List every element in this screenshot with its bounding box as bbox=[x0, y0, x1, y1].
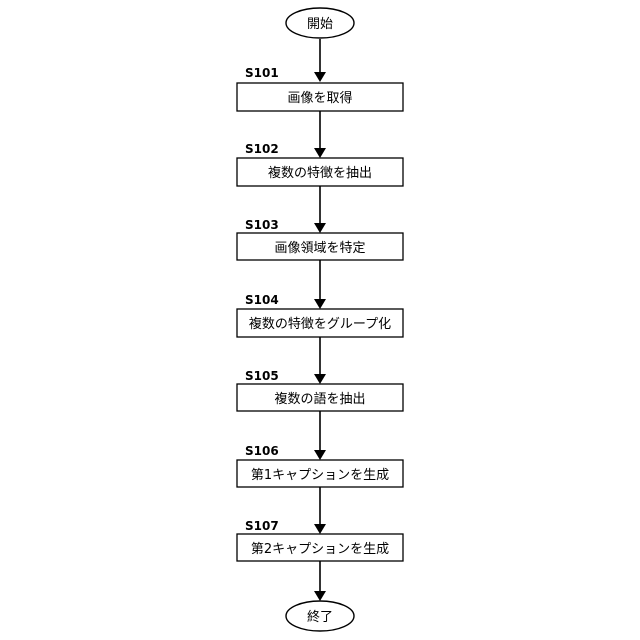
step-text-s106: 第1キャプションを生成 bbox=[251, 468, 389, 483]
step-text-s103: 画像領域を特定 bbox=[274, 240, 365, 256]
arrowhead-s107-end bbox=[314, 591, 326, 601]
end-label: 終了 bbox=[307, 609, 333, 625]
arrowhead-s103-s104 bbox=[314, 299, 326, 309]
start-node: 開始 bbox=[286, 8, 354, 38]
arrowhead-start-s101 bbox=[314, 72, 326, 82]
step-text-s101: 画像を取得 bbox=[287, 90, 352, 106]
step-id-s105: S105 bbox=[245, 369, 279, 383]
step-id-s101: S101 bbox=[245, 66, 279, 80]
arrowhead-s104-s105 bbox=[314, 374, 326, 384]
step-text-s102: 複数の特徴を抽出 bbox=[268, 165, 372, 181]
step-id-s104: S104 bbox=[245, 293, 279, 307]
end-node: 終了 bbox=[286, 601, 354, 631]
start-label: 開始 bbox=[307, 17, 333, 32]
step-text-s104: 複数の特徴をグループ化 bbox=[249, 316, 391, 332]
step-text-s107: 第2キャプションを生成 bbox=[251, 542, 389, 557]
step-text-s105: 複数の語を抽出 bbox=[274, 391, 365, 407]
arrowhead-s105-s106 bbox=[314, 450, 326, 460]
arrowhead-s101-s102 bbox=[314, 148, 326, 158]
step-id-s106: S106 bbox=[245, 444, 279, 458]
arrowhead-s102-s103 bbox=[314, 223, 326, 233]
arrowhead-s106-s107 bbox=[314, 524, 326, 534]
step-id-s103: S103 bbox=[245, 218, 279, 232]
step-id-s102: S102 bbox=[245, 142, 279, 156]
step-id-s107: S107 bbox=[245, 519, 279, 533]
